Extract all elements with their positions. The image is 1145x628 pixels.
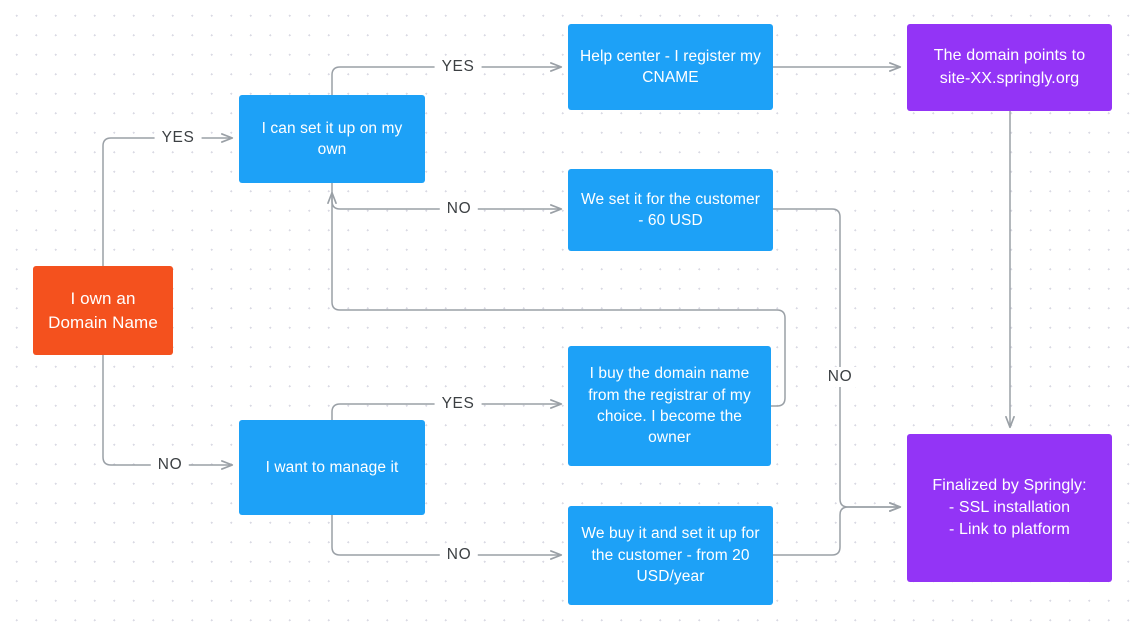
- edge-label-no-we-set-it-to-finalized: NO: [820, 367, 860, 387]
- node-i-buy-the-domain-name[interactable]: I buy the domain name from the registrar…: [568, 346, 771, 466]
- node-label: We set it for the customer - 60 USD: [581, 190, 760, 229]
- node-label: I can set it up on my own: [261, 119, 403, 158]
- edge-label-yes-manage-it-to-buy-domain: YES: [434, 394, 482, 414]
- node-label: The domain points to site-XX.springly.or…: [933, 47, 1086, 87]
- edge-label-no-manage-it-to-we-buy-it: NO: [439, 545, 479, 565]
- node-i-own-a-domain-name[interactable]: I own an Domain Name: [33, 266, 173, 355]
- node-label: Help center - I register my CNAME: [579, 47, 761, 86]
- edge-we-buy-it-to-finalized: [772, 507, 900, 556]
- node-the-domain-points-to[interactable]: The domain points to site-XX.springly.or…: [907, 24, 1112, 111]
- edge-own-domain-yes-to-set-up-own: [102, 138, 232, 267]
- node-label: We buy it and set it up for the customer…: [581, 525, 760, 586]
- node-label: I want to manage it: [265, 458, 399, 476]
- node-we-set-it-for-the-customer[interactable]: We set it for the customer - 60 USD: [568, 169, 773, 251]
- edge-own-domain-no-to-manage-it: [102, 354, 232, 465]
- node-help-center-cname[interactable]: Help center - I register my CNAME: [568, 24, 773, 110]
- edge-label-yes-set-up-own-to-help-center: YES: [434, 57, 482, 77]
- edge-label-no-own-domain-to-manage-it: NO: [150, 455, 190, 475]
- edge-label-no-set-up-own-to-we-set-it: NO: [439, 199, 479, 219]
- node-finalized-by-springly[interactable]: Finalized by Springly: - SSL installatio…: [907, 434, 1112, 582]
- edge-we-set-it-no-to-finalized: [772, 208, 900, 507]
- node-i-want-to-manage-it[interactable]: I want to manage it: [239, 420, 425, 515]
- node-label: I own an Domain Name: [48, 289, 158, 332]
- node-label: Finalized by Springly: - SSL installatio…: [932, 476, 1087, 539]
- edge-label-yes-own-domain-to-set-up-own: YES: [154, 128, 202, 148]
- node-we-buy-it-and-set-it-up[interactable]: We buy it and set it up for the customer…: [568, 506, 773, 605]
- node-label: I buy the domain name from the registrar…: [588, 365, 751, 447]
- node-i-can-set-it-up-on-my-own[interactable]: I can set it up on my own: [239, 95, 425, 183]
